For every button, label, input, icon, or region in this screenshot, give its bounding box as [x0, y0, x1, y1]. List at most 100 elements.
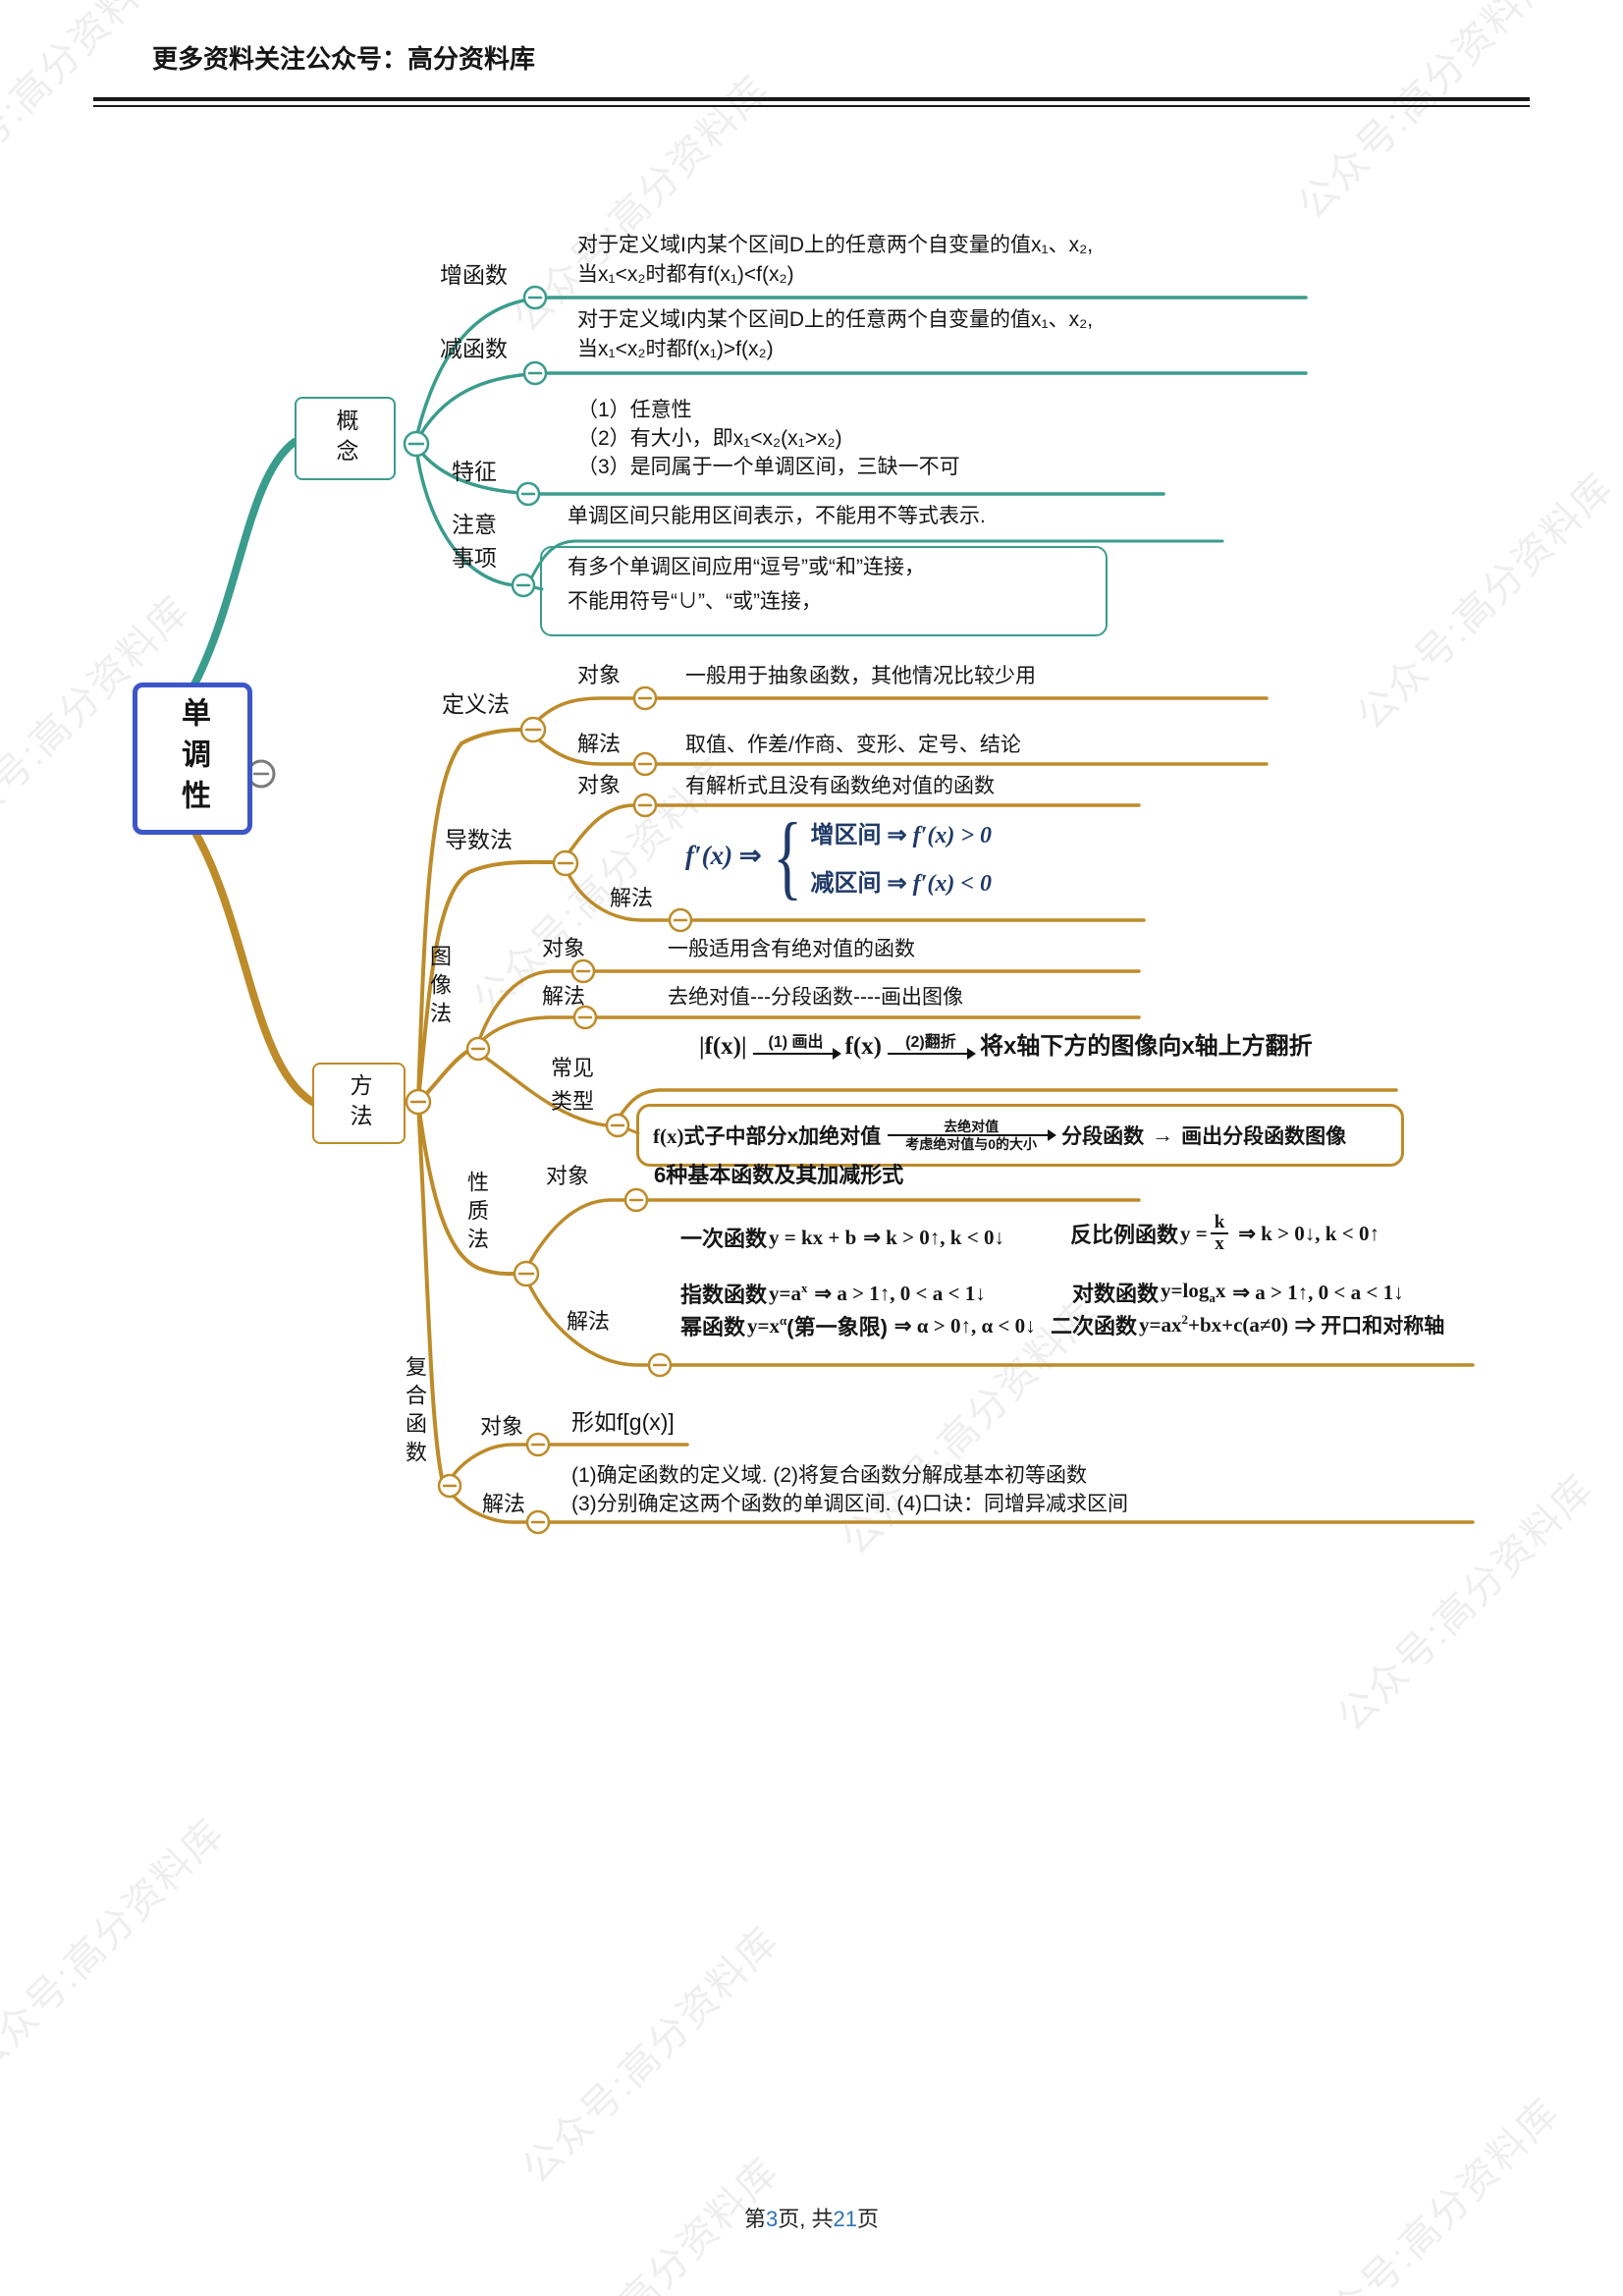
collapse-button-definition-target[interactable] [632, 685, 658, 711]
notes-label-line1: 注意 [452, 512, 497, 537]
edge-property-solution [524, 1277, 1475, 1367]
property-label: 性质法 [464, 1171, 489, 1256]
derivative-label: 导数法 [445, 827, 513, 852]
edge-root-method [190, 827, 316, 1106]
type1-result: 将x轴下方的图像向x轴上方翻折 [979, 1033, 1313, 1060]
decreasing-label: 减函数 [440, 336, 508, 361]
collapse-button-composite-target[interactable] [525, 1432, 551, 1457]
collapse-button-derivative-solution[interactable] [668, 907, 693, 933]
collapse-button-increasing[interactable] [522, 285, 548, 310]
edge-property [416, 1101, 517, 1277]
edge-property-target [524, 1198, 1141, 1271]
features-item1: （1）任意性 [577, 399, 692, 421]
features-label: 特征 [452, 459, 497, 484]
header-divider-thick [93, 97, 1530, 101]
increasing-desc-line2: 当x₁<x₂时都有f(x₁)<f(x₂) [577, 263, 794, 286]
composite-solution-label: 解法 [482, 1492, 526, 1516]
type2-arrow2: → [1152, 1122, 1174, 1147]
edge-derivative-target [564, 803, 1141, 859]
definition-target-label: 对象 [577, 663, 622, 687]
derivative-formula-decreasing: 减区间 ⇒ f′(x) < 0 [810, 870, 993, 897]
collapse-button-common-types[interactable] [605, 1113, 630, 1138]
edge-composite [416, 1102, 444, 1480]
type1-mid: f(x) [844, 1033, 882, 1061]
edge-notes [414, 446, 516, 587]
edge-definition [416, 728, 524, 1102]
collapse-button-concept[interactable] [403, 430, 430, 458]
edge-composite-target [448, 1443, 689, 1482]
collapse-button-derivative[interactable] [552, 849, 579, 877]
header-text: 更多资料关注公众号：高分资料库 [152, 44, 536, 74]
common-type1: |f(x)| (1) 画出 f(x) (2)翻折 将x轴下方的图像向x轴上方翻折 [699, 1033, 1313, 1062]
derivative-target: 有解析式且没有函数绝对值的函数 [685, 775, 995, 797]
collapse-button-notes[interactable] [511, 573, 536, 598]
collapse-button-graph-target[interactable] [570, 958, 596, 984]
derivative-target-label: 对象 [577, 773, 622, 797]
collapse-button-property[interactable] [513, 1260, 540, 1287]
collapse-button-derivative-target[interactable] [632, 793, 658, 818]
notes-item1: 单调区间只能用区间表示，不能用不等式表示. [568, 505, 986, 527]
increasing-desc-line1: 对于定义域I内某个区间D上的任意两个自变量的值x₁、x₂, [577, 234, 1094, 256]
collapse-button-decreasing[interactable] [522, 360, 548, 386]
edge-root-concept [190, 438, 298, 688]
type2-mid: 分段函数 [1061, 1125, 1145, 1148]
node-method[interactable]: 方法 [312, 1063, 406, 1144]
node-concept[interactable]: 概念 [295, 397, 396, 480]
collapse-button-graph-solution[interactable] [572, 1005, 598, 1030]
composite-solution-line1: (1)确定函数的定义域. (2)将复合函数分解成基本初等函数 [571, 1464, 1087, 1487]
edge-derivative-solution [564, 866, 1146, 922]
property-target: 6种基本函数及其加减形式 [654, 1163, 904, 1187]
method-node-label: 方法 [347, 1072, 372, 1134]
edge-graph-target [476, 969, 1141, 1045]
collapse-button-property-target[interactable] [623, 1187, 649, 1213]
page-footer: 第3页, 共21页 [744, 2207, 879, 2231]
derivative-formula-increasing: 增区间 ⇒ f′(x) > 0 [810, 822, 993, 848]
header-divider-thin [93, 105, 1530, 107]
notes-label-line2: 事项 [452, 545, 497, 571]
edge-derivative [416, 859, 556, 1103]
features-item3: （3）是同属于一个单调区间，三缺一不可 [577, 456, 960, 478]
concept-node-label: 概念 [333, 408, 358, 469]
collapse-button-graph[interactable] [465, 1036, 491, 1062]
features-item2: （2）有大小，即x₁<x₂(x₁>x₂) [577, 427, 842, 450]
graph-target-label: 对象 [542, 936, 586, 960]
type2-result: 画出分段函数图像 [1181, 1125, 1347, 1148]
footer-total-pages: 21 [833, 2207, 857, 2231]
property-solution-label: 解法 [567, 1309, 611, 1334]
definition-solution: 取值、作差/作商、变形、定号、结论 [685, 734, 1021, 756]
graph-target: 一般适用含有绝对值的函数 [668, 938, 915, 960]
collapse-button-composite-solution[interactable] [525, 1509, 551, 1535]
definition-label: 定义法 [442, 691, 510, 717]
collapse-button-definition-solution[interactable] [632, 751, 658, 777]
root-node-label: 单调性 [177, 696, 209, 821]
edge-common-types [476, 1051, 609, 1127]
edge-type1 [616, 1088, 1398, 1121]
notes-item2-box [540, 546, 1108, 636]
type1-start: |f(x)| [699, 1033, 747, 1061]
type2-arrow1: 去绝对值 考虑绝对值与0的大小 [888, 1119, 1057, 1153]
composite-label: 复合函数 [403, 1355, 427, 1469]
type1-arrow1: (1) 画出 [752, 1034, 841, 1060]
derivative-formula: f′(x) ⇒ { 增区间 ⇒ f′(x) > 0 减区间 ⇒ f′(x) < … [685, 808, 993, 902]
collapse-button-method[interactable] [405, 1088, 432, 1116]
collapse-button-definition[interactable] [519, 716, 547, 743]
composite-target: 形如f[g(x)] [571, 1409, 675, 1435]
collapse-button-property-solution[interactable] [647, 1352, 673, 1378]
increasing-label: 增函数 [440, 262, 508, 288]
collapse-button-features[interactable] [515, 481, 541, 507]
notes-item2-line1: 有多个单调区间应用“逗号”或“和”连接， [568, 556, 925, 578]
decreasing-desc-line1: 对于定义域I内某个区间D上的任意两个自变量的值x₁、x₂, [577, 308, 1094, 331]
edge-composite-solution [448, 1490, 1475, 1524]
common-types-label-line1: 常见 [551, 1056, 595, 1080]
root-node-monotonicity[interactable]: 单调性 [133, 683, 252, 835]
derivative-solution-label: 解法 [610, 886, 654, 910]
edge-decreasing [414, 371, 1308, 444]
collapse-button-composite[interactable] [437, 1473, 462, 1499]
